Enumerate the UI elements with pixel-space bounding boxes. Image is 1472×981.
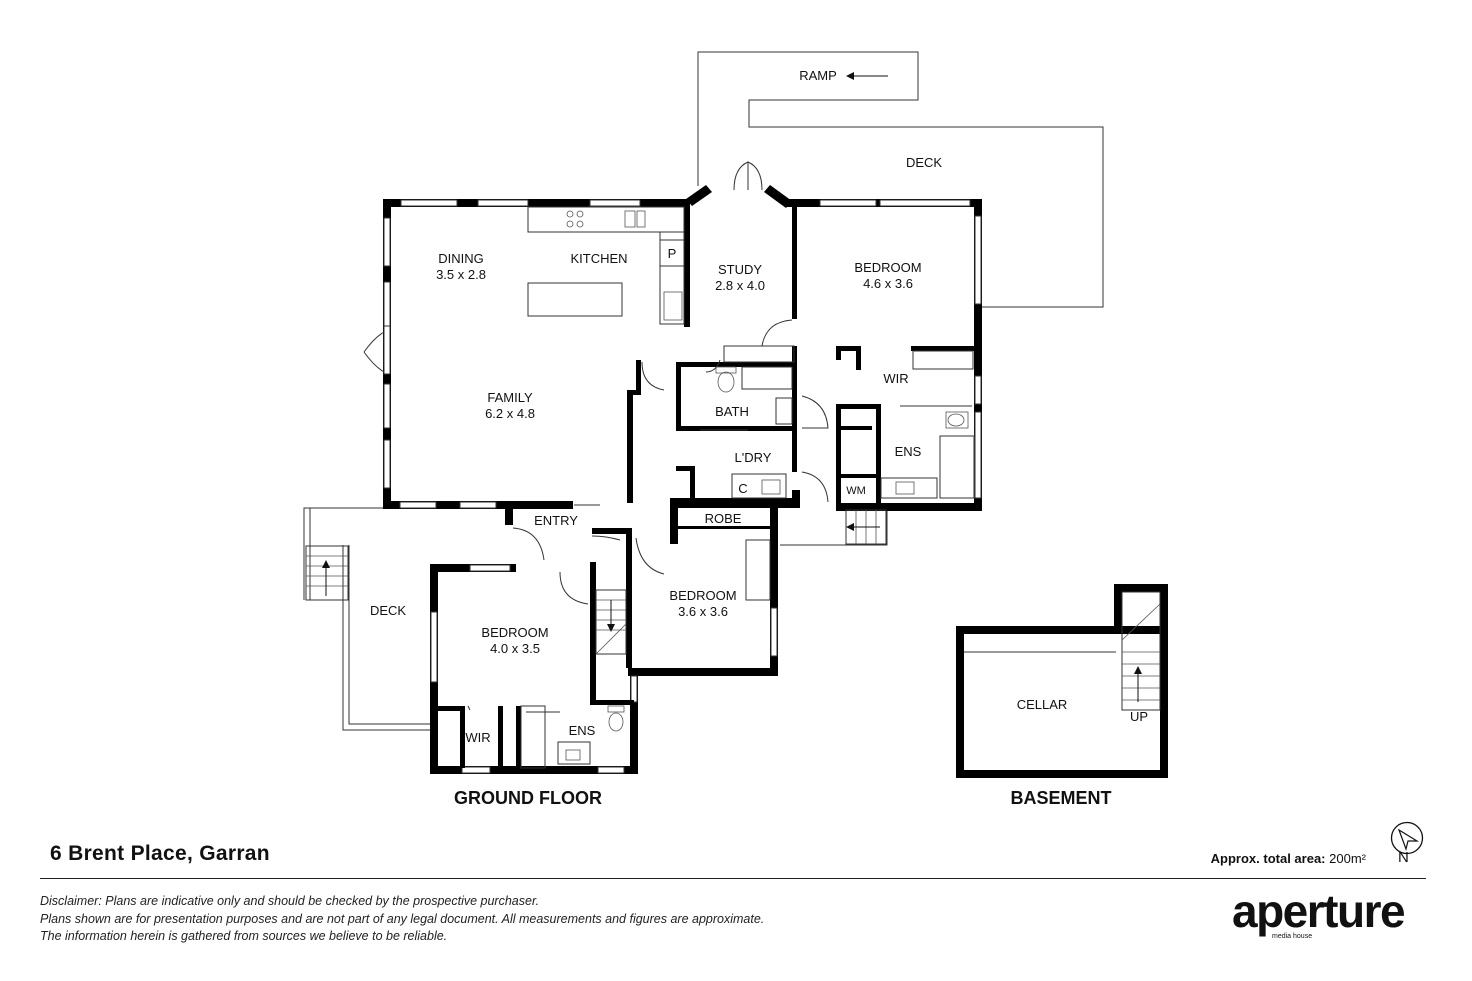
footer-divider [40,878,1426,879]
disclaimer-line-3: The information herein is gathered from … [40,929,448,943]
north-label: N [1398,849,1409,866]
bedroom-left-label: BEDROOM [481,625,548,640]
family-label: FAMILY [487,390,533,405]
aperture-logo: aperture media house [1232,885,1428,946]
logo-subtitle: media house [1272,933,1313,940]
disclaimer-line-2: Plans shown are for presentation purpose… [40,911,765,926]
stairs-arrow-icon [322,560,330,568]
dining-size: 3.5 x 2.8 [436,267,486,282]
room-labels: RAMP DECK DINING 3.5 x 2.8 KITCHEN P STU… [370,68,1148,808]
wet-area-fixtures [520,345,975,769]
study-size: 2.8 x 4.0 [715,278,765,293]
bedroom-mid-size: 3.6 x 3.6 [678,604,728,619]
ens-main-label: ENS [895,444,922,459]
disclaimer-label: Disclaimer: [40,894,102,908]
area-value: 200m² [1329,851,1366,866]
stairs [305,509,887,655]
deck-left-label: DECK [370,603,406,618]
kitchen-fixtures [527,206,685,325]
bath-label: BATH [715,404,749,419]
address: 6 Brent Place, Garran [50,842,270,865]
cupboard-label: C [738,481,747,496]
entry-label: ENTRY [534,513,578,528]
kitchen-label: KITCHEN [570,251,627,266]
study-label: STUDY [718,262,762,277]
deck-outlines [303,51,1104,731]
wm-label: WM [846,485,866,497]
basement-title: BASEMENT [1010,788,1111,808]
area-label: Approx. total area: [1210,851,1326,866]
up-label: UP [1130,709,1148,724]
floor-plan: RAMP DECK DINING 3.5 x 2.8 KITCHEN P STU… [303,51,1168,808]
laundry-label: L'DRY [735,450,772,465]
ramp-arrow-icon [846,72,888,80]
exterior-walls [383,185,982,774]
ens-left-label: ENS [569,723,596,738]
ground-floor-title: GROUND FLOOR [454,788,602,808]
bedroom-main-label: BEDROOM [854,260,921,275]
basement-walls [956,584,1168,778]
pantry-label: P [668,246,677,261]
robe-label: ROBE [705,511,742,526]
logo-wordmark: aperture [1232,885,1406,937]
disclaimer: Disclaimer: Plans are indicative only an… [40,893,764,946]
total-area: Approx. total area: 200m² [1211,851,1366,866]
wir-left-label: WIR [465,730,490,745]
bedroom-mid-label: BEDROOM [669,588,736,603]
family-size: 6.2 x 4.8 [485,406,535,421]
disclaimer-line-1: Plans are indicative only and should be … [101,894,540,908]
door-swing-icon [363,161,972,713]
cellar-label: CELLAR [1017,697,1068,712]
dining-label: DINING [438,251,484,266]
wir-main-label: WIR [883,371,908,386]
bedroom-main-size: 4.6 x 3.6 [863,276,913,291]
ramp-label: RAMP [799,68,837,83]
north-arrow-icon [1390,821,1424,855]
bedroom-left-size: 4.0 x 3.5 [490,641,540,656]
deck-top-label: DECK [906,155,942,170]
